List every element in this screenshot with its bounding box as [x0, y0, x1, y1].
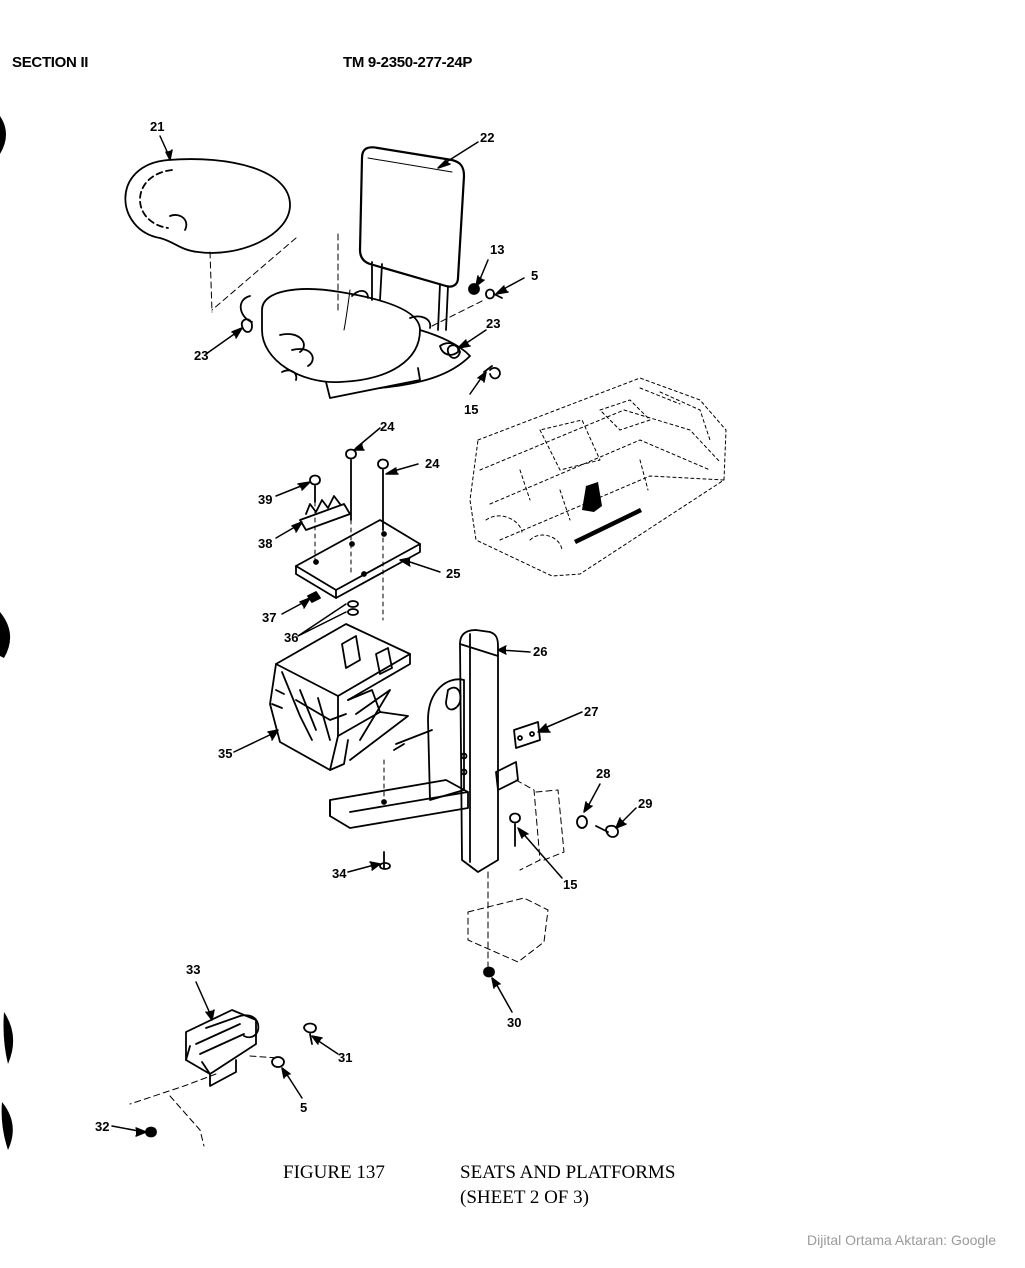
- callout-28: 28: [596, 766, 610, 781]
- callout-35: 35: [218, 746, 232, 761]
- callout-5: 5: [300, 1100, 307, 1115]
- bracket-38: [299, 495, 351, 531]
- figure-title: SEATS AND PLATFORMS: [460, 1162, 676, 1183]
- seat-suspension-35: [269, 623, 411, 771]
- vehicle-locator-sketch: [469, 377, 727, 577]
- callout-30: 30: [507, 1015, 521, 1030]
- callout-21: 21: [150, 119, 164, 134]
- callout-arrows: [111, 135, 637, 1137]
- callout-13: 13: [490, 242, 504, 257]
- digitization-credit: Dijital Ortama Aktaran: Google: [807, 1232, 997, 1248]
- callout-39: 39: [258, 492, 272, 507]
- mount-plates-27: [495, 721, 565, 871]
- bolts-28-29-15: [379, 812, 619, 870]
- callout-26: 26: [533, 644, 547, 659]
- binding-marks: [0, 116, 14, 1150]
- callout-15: 15: [563, 877, 577, 892]
- callout-33: 33: [186, 962, 200, 977]
- callout-23: 23: [194, 348, 208, 363]
- seat-latch-33: [185, 1009, 260, 1087]
- vehicle-seat-highlight: [574, 482, 642, 544]
- callout-22: 22: [480, 130, 494, 145]
- callout-23: 23: [486, 316, 500, 331]
- callout-38: 38: [258, 536, 272, 551]
- section-label: SECTION II: [12, 54, 89, 71]
- callout-37: 37: [262, 610, 276, 625]
- fasteners-31-5-32: [129, 1022, 317, 1147]
- seat-assembly-22: [239, 146, 471, 399]
- callout-27: 27: [584, 704, 598, 719]
- callout-29: 29: [638, 796, 652, 811]
- callout-15: 15: [464, 402, 478, 417]
- seat-cushion-21: [124, 158, 291, 254]
- bolts-24-39: [309, 448, 389, 621]
- callout-31: 31: [338, 1050, 352, 1065]
- nut-30: [483, 966, 495, 978]
- lower-bracket-30: [467, 871, 549, 973]
- support-frame-26: [329, 629, 499, 873]
- callout-34: 34: [332, 866, 347, 881]
- leader-lines: [209, 233, 485, 327]
- figure-number: FIGURE 137: [283, 1162, 385, 1183]
- washers-36-nut-37: [307, 591, 359, 616]
- callout-24: 24: [380, 419, 395, 434]
- callout-5: 5: [531, 268, 538, 283]
- fasteners-seat: [240, 283, 503, 380]
- callout-25: 25: [446, 566, 460, 581]
- technical-manual-number: TM 9-2350-277-24P: [343, 54, 473, 71]
- callout-24: 24: [425, 456, 440, 471]
- figure-sheet: (SHEET 2 OF 3): [460, 1187, 589, 1208]
- callout-32: 32: [95, 1119, 109, 1134]
- callout-36: 36: [284, 630, 298, 645]
